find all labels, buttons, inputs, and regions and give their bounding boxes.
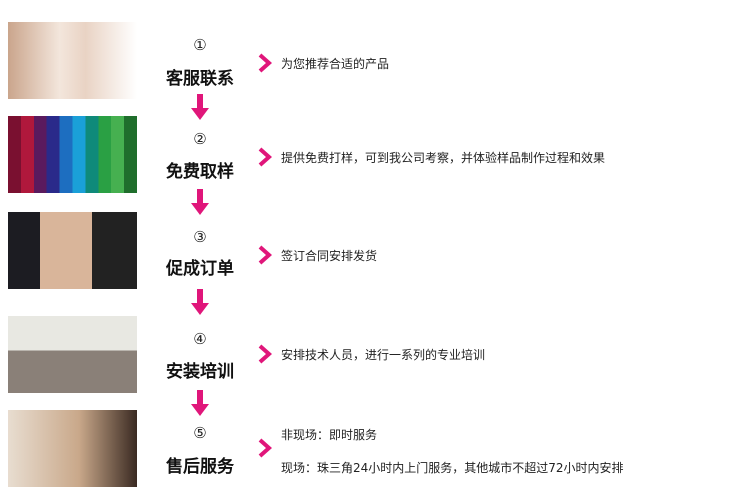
step-title: 促成订单 [166, 259, 234, 279]
training-photo [8, 316, 137, 393]
step-description: 签订合同安排发货 [281, 249, 378, 263]
step-title: 客服联系 [166, 69, 234, 89]
handshake-photo [8, 212, 137, 289]
step-number: ③ [193, 228, 207, 246]
step-number: ⑤ [193, 424, 207, 442]
chevron-right-icon [258, 344, 272, 364]
step-number: ② [193, 130, 207, 148]
step-description: 现场：珠三角24小时内上门服务，其他城市不超过72小时内安排 [281, 461, 624, 475]
down-arrow-icon [191, 289, 209, 315]
chevron-right-icon [258, 147, 272, 167]
step-description: 为您推荐合适的产品 [281, 57, 390, 71]
step-description: 安排技术人员，进行一系列的专业培训 [281, 348, 486, 362]
down-arrow-icon [191, 94, 209, 120]
step-title: 售后服务 [166, 457, 234, 477]
step-number: ① [193, 36, 207, 54]
chevron-right-icon [258, 438, 272, 458]
chevron-right-icon [258, 245, 272, 265]
step-description: 非现场：即时服务 [281, 428, 378, 442]
down-arrow-icon [191, 189, 209, 215]
color-samples-photo [8, 116, 137, 193]
down-arrow-icon [191, 390, 209, 416]
chevron-right-icon [258, 53, 272, 73]
step-title: 安装培训 [166, 362, 234, 382]
step-description: 提供免费打样，可到我公司考察，并体验样品制作过程和效果 [281, 151, 606, 165]
step-title: 免费取样 [166, 162, 234, 182]
customer-service-photo [8, 22, 137, 99]
step-number: ④ [193, 330, 207, 348]
after-sales-photo [8, 410, 137, 487]
